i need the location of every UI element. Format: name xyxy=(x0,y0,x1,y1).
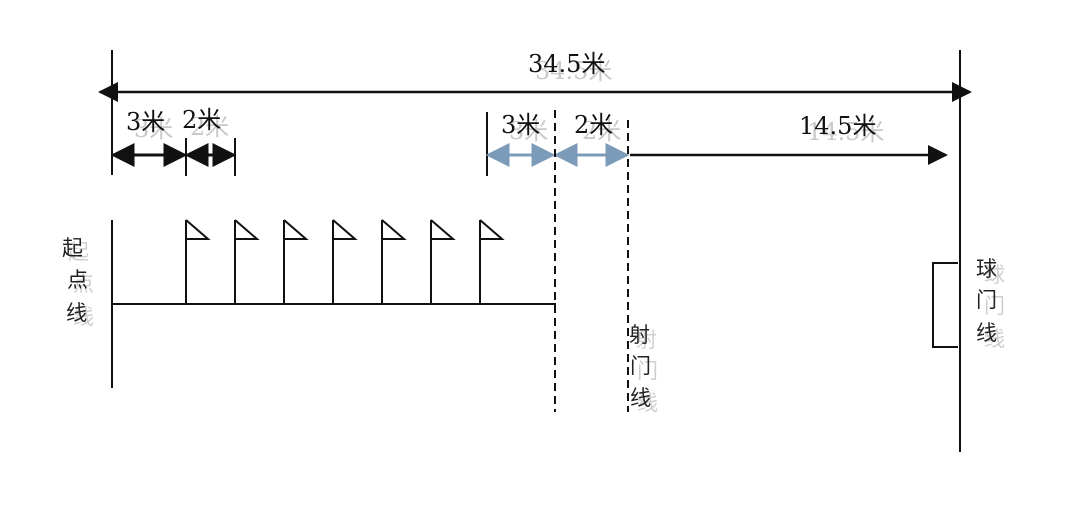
shooting-char-1-shadow: 射 xyxy=(636,328,657,352)
label-left-2m-shadow: 2米 xyxy=(190,113,229,141)
total-dimension-shadow: 34.5米 xyxy=(535,57,612,85)
flags-group xyxy=(185,219,505,304)
label-mid-3m: 3米 xyxy=(501,111,540,139)
flag-pennant xyxy=(381,219,407,240)
shooting-char-3-shadow: 线 xyxy=(637,391,658,415)
flag-pennant xyxy=(185,219,211,240)
start-line-char-3-shadow: 线 xyxy=(73,305,94,329)
start-line-char-2: 点 xyxy=(67,268,88,292)
flag-pennant xyxy=(283,219,309,240)
start-line-char-2-shadow: 点 xyxy=(73,272,94,296)
label-right-14m-shadow: 14.5米 xyxy=(807,118,884,146)
label-mid-2m: 2米 xyxy=(574,111,613,139)
shooting-char-2: 门 xyxy=(630,354,651,378)
goal-char-3-shadow: 线 xyxy=(984,327,1005,351)
shooting-char-3: 线 xyxy=(630,386,651,410)
total-dimension-label: 34.5米 xyxy=(528,50,605,78)
flag-pennant xyxy=(234,219,260,240)
start-line-char-1-shadow: 起 xyxy=(68,240,89,264)
shooting-line-label: 射 射 门 门 线 线 xyxy=(629,323,658,415)
label-mid-3m-shadow: 3米 xyxy=(509,117,548,145)
goal-box xyxy=(932,262,958,348)
label-left-2m: 2米 xyxy=(182,106,221,134)
flag-pennant xyxy=(430,219,456,240)
goal-char-2: 门 xyxy=(976,288,997,312)
label-left-3m-shadow: 3米 xyxy=(134,115,173,143)
flag-pennant xyxy=(479,219,505,240)
goal-char-1-shadow: 球 xyxy=(984,263,1005,287)
label-right-14m: 14.5米 xyxy=(799,112,876,140)
goal-char-1: 球 xyxy=(976,257,997,281)
start-line-char-3: 线 xyxy=(66,301,87,325)
flag-pennant xyxy=(332,219,358,240)
label-mid-2m-shadow: 2米 xyxy=(582,117,621,145)
goal-line-label: 球 球 门 门 线 线 xyxy=(976,257,1005,351)
label-left-3m: 3米 xyxy=(126,108,165,136)
shooting-char-2-shadow: 门 xyxy=(637,359,658,383)
goal-char-2-shadow: 门 xyxy=(984,294,1005,318)
shooting-char-1: 射 xyxy=(629,323,650,347)
start-line-char-1: 起 xyxy=(62,236,83,260)
goal-char-3: 线 xyxy=(976,321,997,345)
start-line-label: 起 起 点 点 线 线 xyxy=(62,236,94,329)
